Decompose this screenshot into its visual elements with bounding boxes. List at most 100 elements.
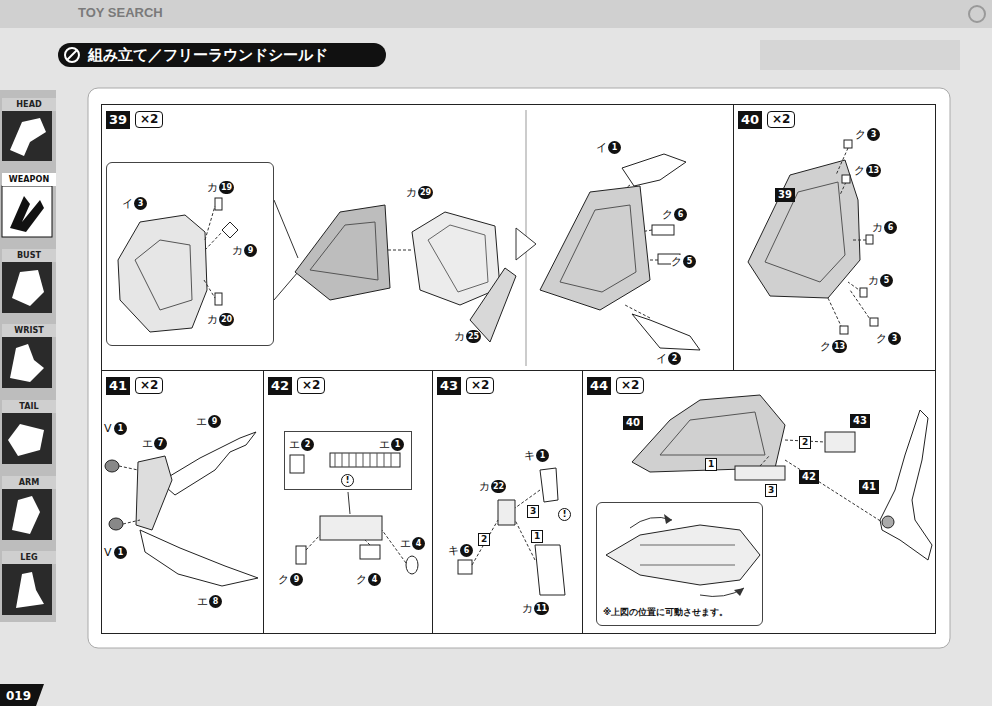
part-letter: カ — [406, 186, 417, 199]
order-number: 2 — [478, 533, 490, 546]
part-number: 6 — [460, 544, 473, 557]
part-letter: ク — [671, 255, 682, 268]
step-panel: 43 ×2 — [432, 370, 583, 634]
part-number: 8 — [209, 595, 222, 608]
section-tab: ARM — [0, 475, 54, 542]
order-number: 1 — [705, 458, 717, 471]
part-letter: カ — [232, 244, 243, 257]
part-number: 3 — [867, 128, 880, 141]
section-tab: WEAPON — [0, 172, 54, 239]
part-number: 4 — [412, 537, 425, 550]
part-number: 6 — [884, 221, 897, 234]
caution-mark: ! — [341, 474, 354, 487]
part-letter: エ — [142, 437, 153, 450]
step-panel: 4 2 ×2 エ2エ1! — [263, 370, 433, 634]
part-letter: カ — [479, 480, 490, 493]
tab-label: LEG — [2, 551, 56, 564]
quantity-box: ×2 — [135, 111, 163, 128]
caution-mark: ! — [558, 508, 571, 521]
part-number: 5 — [880, 274, 893, 287]
note-text: ※上図の位置に可動させます。 — [603, 607, 728, 618]
part-number: 1 — [391, 438, 404, 451]
part-number: 1 — [114, 422, 127, 435]
part-letter: エ — [379, 438, 390, 451]
step-number: 39 — [106, 111, 130, 129]
part-letter: エ — [289, 438, 300, 451]
watermark: TOY SEARCH — [78, 5, 163, 21]
step-number: 43 — [437, 377, 461, 395]
step-number: 40 — [738, 111, 762, 129]
part-number: 20 — [219, 313, 234, 326]
part-letter: イ — [596, 141, 607, 154]
header-title: 組み立て／フリーラウンドシールド — [88, 45, 328, 65]
part-letter: ク — [662, 208, 673, 221]
callout-number: 42 — [799, 470, 819, 484]
step-number: 41 — [106, 377, 130, 395]
step-panel: 39 ×2 イ3カ19カ9カ20 — [101, 104, 734, 371]
part-number: 19 — [219, 181, 234, 194]
part-letter: カ — [872, 221, 883, 234]
part-letter: カ — [207, 181, 218, 194]
step-panel: 40 ×2 — [733, 104, 936, 371]
part-number: 1 — [536, 449, 549, 462]
step-number: 44 — [587, 377, 611, 395]
tab-label: HEAD — [2, 98, 56, 111]
detail-inset: イ3カ19カ9カ20 — [106, 162, 274, 346]
part-number: 2 — [301, 438, 314, 451]
part-letter: ク — [820, 340, 831, 353]
quantity-box: ×2 — [135, 377, 163, 394]
section-tab: WRIST — [0, 323, 54, 390]
part-letter: V — [104, 546, 112, 559]
part-letter: カ — [207, 313, 218, 326]
tab-label: WRIST — [2, 324, 56, 337]
part-number: 9 — [290, 573, 303, 586]
tab-label: BUST — [2, 249, 56, 262]
quantity-box: ×2 — [767, 111, 795, 128]
callout-number: 39 — [775, 188, 795, 202]
section-tab: LEG — [0, 550, 54, 617]
part-number: 3 — [888, 332, 901, 345]
part-number: 13 — [832, 340, 847, 353]
part-letter: ク — [854, 164, 865, 177]
part-number: 25 — [466, 330, 481, 343]
part-letter: ク — [278, 573, 289, 586]
page-number: 019 — [6, 688, 31, 704]
part-number: 2 — [668, 352, 681, 365]
part-letter: エ — [400, 537, 411, 550]
detail-inset: エ2エ1! — [284, 431, 412, 490]
part-number: 9 — [208, 415, 221, 428]
part-number: 9 — [244, 244, 257, 257]
part-letter: キ — [448, 544, 459, 557]
part-number: 13 — [866, 164, 881, 177]
quantity-box: ×2 — [616, 377, 644, 394]
part-letter: ク — [356, 573, 367, 586]
callout-number: 43 — [850, 414, 870, 428]
part-letter: エ — [197, 595, 208, 608]
part-letter: イ — [122, 197, 133, 210]
callout-number: 41 — [859, 480, 879, 494]
section-tab: HEAD — [0, 97, 54, 163]
order-number: 3 — [765, 484, 777, 497]
order-number: 3 — [527, 505, 539, 518]
quantity-box: ×2 — [466, 377, 494, 394]
part-number: 1 — [608, 141, 621, 154]
part-number: 11 — [534, 602, 549, 615]
part-letter: ク — [855, 128, 866, 141]
part-letter: イ — [656, 352, 667, 365]
part-letter: カ — [522, 602, 533, 615]
detail-inset: ※上図の位置に可動させます。 — [596, 502, 763, 626]
part-letter: エ — [196, 415, 207, 428]
part-number: 5 — [683, 255, 696, 268]
part-number: 29 — [418, 186, 433, 199]
tab-label: ARM — [2, 476, 56, 489]
part-letter: ク — [876, 332, 887, 345]
part-number: 7 — [154, 437, 167, 450]
section-tab: BUST — [0, 248, 54, 315]
quantity-box: ×2 — [297, 377, 325, 394]
tab-label: WEAPON — [2, 173, 56, 186]
part-number: 4 — [368, 573, 381, 586]
tab-label: TAIL — [2, 400, 56, 413]
part-number: 6 — [674, 208, 687, 221]
part-letter: V — [104, 422, 112, 435]
